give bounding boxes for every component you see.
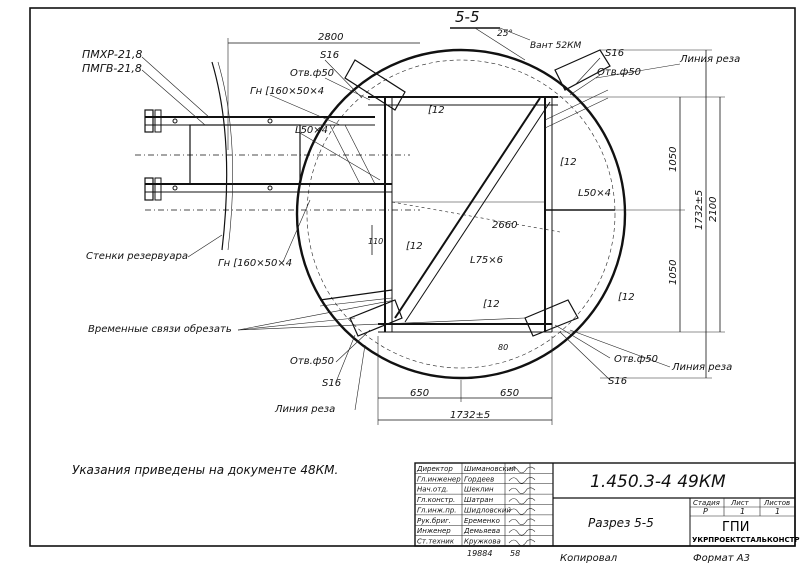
label-d2100: 2100 — [708, 197, 719, 222]
label-n80: 80 — [498, 343, 508, 352]
label-s16-tr: S16 — [605, 48, 624, 59]
label-cut-br: Линия реза — [671, 362, 732, 373]
title-block-name: Шимановский — [464, 465, 516, 473]
signature-scribble — [508, 477, 536, 484]
signature-scribble — [508, 497, 536, 505]
label-d650-l: 650 — [410, 388, 429, 399]
signature-scribble — [508, 466, 536, 474]
label-d1732-v: 1732±5 — [694, 190, 705, 230]
footer-format: Формат А3 — [693, 553, 750, 564]
sheets-header: Листов — [763, 499, 790, 507]
tank-wall — [295, 48, 627, 380]
label-angle: 25° — [497, 29, 513, 39]
title-block-role: Рук.бриг. — [417, 517, 451, 525]
title-block-name: Еременко — [464, 517, 500, 525]
label-d2800: 2800 — [318, 32, 343, 43]
sheets-value: 1 — [775, 507, 780, 516]
footer-copied: Копировал — [560, 553, 618, 564]
label-temp-links: Временные связи обрезать — [88, 323, 232, 335]
title-block-name: Шатран — [464, 496, 494, 504]
general-note: Указания приведены на документе 48КМ. — [72, 463, 338, 477]
label-otv-tr: Отв.ф50 — [597, 67, 641, 78]
dimensions — [227, 27, 725, 425]
title-block-name: Гордеев — [464, 475, 494, 483]
section-title: 5-5 — [455, 8, 480, 26]
label-c12-right: [12 — [560, 157, 577, 168]
title-block-role: Нач.отд. — [417, 486, 448, 494]
label-pmgv: ПМГВ-21,8 — [82, 62, 142, 75]
title-block-name: Демьяева — [463, 527, 500, 535]
label-h110: 110 — [368, 237, 383, 246]
footer: 19884 58 Копировал Формат А3 — [467, 549, 750, 564]
label-cut-bl: Линия реза — [274, 404, 335, 415]
label-c12-mid: [12 — [406, 241, 423, 252]
stage-value: Р — [703, 507, 708, 516]
signature-scribble — [508, 539, 536, 546]
title-block-role: Инженер — [417, 527, 451, 535]
sheet-header: Лист — [730, 499, 750, 507]
label-cut-tr: Линия реза — [679, 54, 740, 65]
title-block-role: Ст.техник — [417, 538, 455, 546]
title-block-name: Кружкова — [464, 538, 501, 546]
label-s16-bl: S16 — [322, 378, 341, 389]
label-d1732-h: 1732±5 — [450, 410, 490, 421]
drawing-labels: 5-5 ПМХР-21,8 ПМГВ-21,8 2800 S16 Отв.ф50… — [72, 8, 740, 477]
sheet-frame — [29, 7, 796, 547]
footer-code: 58 — [510, 549, 520, 558]
signature-scribble — [508, 518, 536, 526]
label-otv-br: Отв.ф50 — [614, 354, 658, 365]
label-otv-bl: Отв.ф50 — [290, 356, 334, 367]
label-gn-top: Гн [160×50×4 — [250, 86, 324, 97]
label-l50-right: L50×4 — [578, 188, 611, 199]
title-block-role: Директор — [416, 465, 453, 473]
channel-frame — [319, 49, 615, 337]
label-c12-br: [12 — [618, 292, 635, 303]
title-block-name: Шеклин — [464, 486, 494, 494]
sheet-value: 1 — [740, 507, 745, 516]
label-c12-bot: [12 — [483, 299, 500, 310]
label-d650-r: 650 — [500, 388, 519, 399]
label-s16-br: S16 — [608, 376, 627, 387]
label-d1050-top: 1050 — [668, 147, 679, 172]
doc-number: 1.450.3-4 49КМ — [590, 472, 726, 492]
signature-scribble — [508, 508, 536, 515]
label-pmkhr: ПМХР-21,8 — [82, 48, 142, 61]
title-block-role: Гл.констр. — [417, 496, 455, 504]
label-d2660: 2660 — [492, 220, 517, 231]
stage-header: Стадия — [693, 499, 720, 507]
footer-number: 19884 — [467, 549, 492, 558]
title-block-role: Гл.инженер — [417, 475, 461, 483]
label-l75: L75×6 — [470, 255, 503, 266]
org-full: УКРПРОЕКТСТАЛЬКОНСТРУКЦИЯ — [692, 536, 800, 544]
pipeline-left — [135, 61, 420, 251]
label-walls: Стенки резервуара — [86, 251, 188, 262]
signature-scribble — [508, 529, 536, 536]
label-gn-bot: Гн [160×50×4 — [218, 258, 292, 269]
label-s16-tl: S16 — [320, 50, 339, 61]
label-vant: Вант 52КМ — [530, 41, 582, 51]
label-d1050-bot: 1050 — [668, 260, 679, 285]
sheet-title: Разрез 5-5 — [588, 516, 654, 530]
signature-scribble — [508, 487, 536, 494]
label-l50-left: L50×4 — [295, 125, 328, 136]
org-short: ГПИ — [722, 520, 749, 535]
label-c12-top: [12 — [428, 105, 445, 116]
title-block-role: Гл.инж.пр. — [417, 506, 457, 514]
title-block-name: Шидловский — [464, 506, 511, 514]
leader-lines — [141, 56, 681, 411]
label-otv-tl: Отв.ф50 — [290, 68, 334, 79]
